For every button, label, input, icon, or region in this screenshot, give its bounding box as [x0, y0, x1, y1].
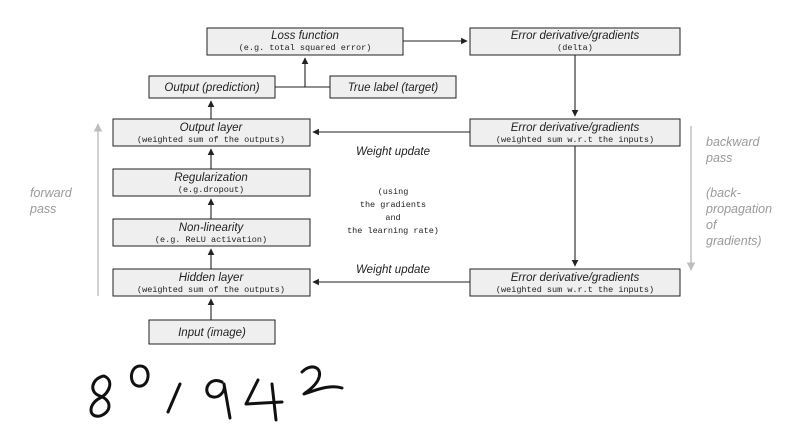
output-layer-box: Output layer (weighted sum of the output… [112, 118, 311, 147]
loss-function-box: Loss function (e.g. total squared error) [206, 27, 404, 56]
hidden-layer-title: Hidden layer [179, 272, 245, 284]
note-line-2: the gradients [360, 200, 426, 210]
loss-function-subtitle: (e.g. total squared error) [239, 43, 372, 53]
loss-function-title: Loss function [271, 30, 339, 42]
output-prediction-title: Output (prediction) [164, 82, 259, 94]
regularization-subtitle: (e.g.dropout) [178, 185, 244, 195]
backward-line-4: (back- [706, 186, 741, 200]
backward-line-6: of [706, 218, 718, 232]
regularization-box: Regularization (e.g.dropout) [112, 168, 311, 197]
note-line-1: (using [378, 187, 409, 197]
learning-rate-note: (using the gradients and the learning ra… [347, 187, 439, 236]
error-gradients-top-box: Error derivative/gradients (delta) [469, 27, 681, 56]
input-image-title: Input (image) [178, 327, 246, 339]
forward-line-1: forward [30, 186, 73, 200]
note-line-3: and [385, 213, 400, 223]
forward-pass-label: forward pass [29, 186, 73, 216]
true-label-box: True label (target) [329, 75, 457, 99]
backward-pass-label: backward pass (back- propagation of grad… [705, 135, 772, 248]
regularization-title: Regularization [174, 172, 248, 184]
weight-update-top-label: Weight update [356, 146, 430, 158]
backward-line-2: pass [705, 151, 732, 165]
hidden-layer-subtitle: (weighted sum of the outputs) [137, 285, 285, 295]
output-layer-title: Output layer [180, 122, 244, 134]
backward-line-7: gradients) [706, 234, 762, 248]
nonlinearity-title: Non-linearity [179, 222, 245, 234]
error-gradients-top-title: Error derivative/gradients [511, 30, 640, 42]
arrow-prediction-to-loss [275, 57, 309, 88]
handwritten-number [89, 364, 344, 422]
output-layer-subtitle: (weighted sum of the outputs) [137, 135, 285, 145]
note-line-4: the learning rate) [347, 226, 439, 236]
error-gradients-bottom-subtitle: (weighted sum w.r.t the inputs) [496, 285, 654, 295]
error-gradients-bottom-box: Error derivative/gradients (weighted sum… [469, 268, 681, 297]
error-gradients-mid-box: Error derivative/gradients (weighted sum… [469, 118, 681, 147]
error-gradients-bottom-title: Error derivative/gradients [511, 272, 640, 284]
nonlinearity-box: Non-linearity (e.g. ReLU activation) [112, 218, 311, 247]
error-gradients-mid-title: Error derivative/gradients [511, 122, 640, 134]
nonlinearity-subtitle: (e.g. ReLU activation) [155, 235, 267, 245]
error-gradients-top-subtitle: (delta) [557, 43, 593, 53]
true-label-title: True label (target) [348, 82, 439, 94]
input-image-box: Input (image) [148, 319, 276, 345]
error-gradients-mid-subtitle: (weighted sum w.r.t the inputs) [496, 135, 654, 145]
hidden-layer-box: Hidden layer (weighted sum of the output… [112, 268, 311, 297]
forward-line-2: pass [29, 202, 56, 216]
backward-line-1: backward [706, 135, 761, 149]
output-prediction-box: Output (prediction) [148, 75, 276, 99]
backward-line-5: propagation [705, 202, 772, 216]
weight-update-bottom-label: Weight update [356, 264, 430, 276]
